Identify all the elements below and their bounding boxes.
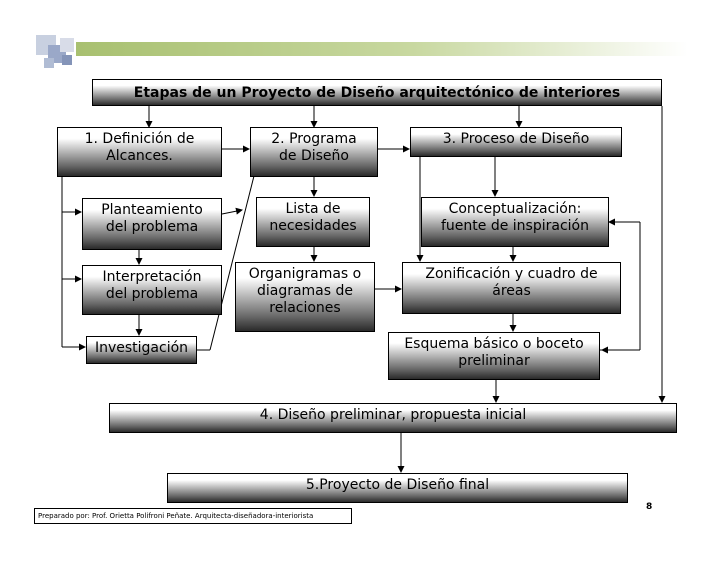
- node-organigramas: Organigramas o diagramas de relaciones: [235, 262, 375, 332]
- page-number: 8: [646, 502, 653, 512]
- node-label: Interpretación del problema: [102, 269, 202, 302]
- node-label: Planteamiento del problema: [101, 202, 203, 235]
- node-label: Esquema básico o boceto preliminar: [404, 336, 584, 369]
- diagram-title-text: Etapas de un Proyecto de Diseño arquitec…: [133, 85, 621, 101]
- node-label: Lista de necesidades: [269, 201, 357, 234]
- node-proyecto-final: 5.Proyecto de Diseño final: [167, 473, 628, 503]
- node-planteamiento: Planteamiento del problema: [82, 198, 222, 250]
- node-interpretacion: Interpretación del problema: [82, 265, 222, 315]
- node-zonificacion: Zonificación y cuadro de áreas: [402, 262, 621, 314]
- node-diseno-preliminar: 4. Diseño preliminar, propuesta inicial: [109, 403, 677, 433]
- node-label: 2. Programa de Diseño: [271, 131, 357, 164]
- node-label: Zonificación y cuadro de áreas: [425, 266, 598, 299]
- node-definicion-alcances: 1. Definición de Alcances.: [57, 127, 222, 177]
- node-proceso-diseno: 3. Proceso de Diseño: [410, 127, 622, 157]
- deco-square: [44, 58, 54, 68]
- node-label: 3. Proceso de Diseño: [442, 131, 590, 147]
- arrow: [221, 207, 243, 215]
- node-label: 4. Diseño preliminar, propuesta inicial: [259, 407, 527, 423]
- arrow: [209, 167, 258, 351]
- node-investigacion: Investigación: [86, 336, 197, 364]
- node-label: Investigación: [94, 340, 189, 356]
- footer-credit: Preparado por: Prof. Orietta Polifroni P…: [34, 508, 352, 524]
- node-lista-necesidades: Lista de necesidades: [256, 197, 370, 247]
- node-label: 5.Proyecto de Diseño final: [305, 477, 490, 493]
- deco-square: [60, 38, 74, 52]
- node-label: Organigramas o diagramas de relaciones: [248, 266, 362, 316]
- node-esquema-basico: Esquema básico o boceto preliminar: [388, 332, 600, 380]
- node-conceptualizacion: Conceptualización: fuente de inspiración: [421, 197, 609, 247]
- deco-square: [62, 55, 72, 65]
- node-label: 1. Definición de Alcances.: [84, 131, 195, 164]
- node-programa-diseno: 2. Programa de Diseño: [250, 127, 378, 177]
- diagram-title: Etapas de un Proyecto de Diseño arquitec…: [92, 79, 662, 106]
- deco-bar: [76, 42, 688, 56]
- node-label: Conceptualización: fuente de inspiración: [441, 201, 589, 234]
